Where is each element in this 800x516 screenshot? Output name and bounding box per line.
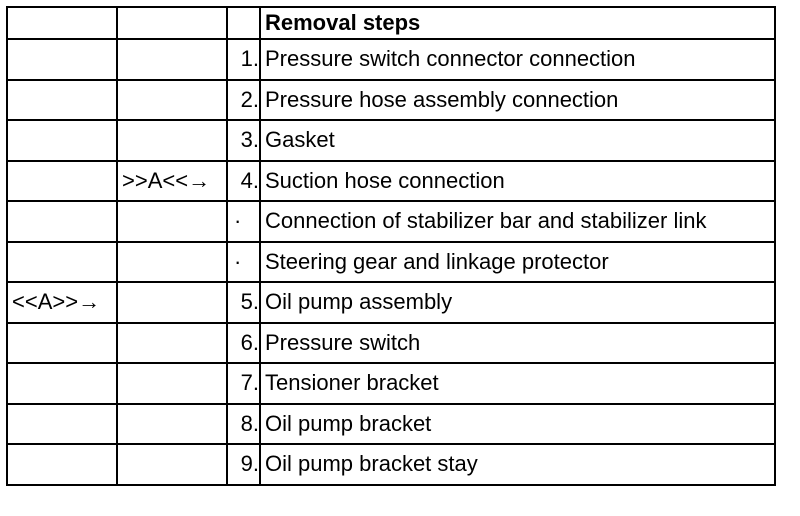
step-number: 7. (226, 362, 261, 405)
installation-mark-cell (6, 119, 118, 162)
table-header-row: Removal steps (6, 6, 776, 40)
step-description: Pressure hose assembly connection (259, 78, 776, 121)
header-blank-cell (116, 6, 228, 40)
step-description: Pressure switch connector connection (259, 38, 776, 81)
step-bullet: · (226, 240, 261, 283)
table-row: 9. Oil pump bracket stay (6, 443, 776, 486)
table-row: · Steering gear and linkage protector (6, 240, 776, 283)
installation-mark-cell (6, 200, 118, 243)
installation-mark-cell (6, 362, 118, 405)
step-number: 4. (226, 159, 261, 202)
installation-mark-cell: <<A>>→ (6, 281, 118, 324)
step-description: Gasket (259, 119, 776, 162)
removal-mark-cell (116, 402, 228, 445)
step-description: Connection of stabilizer bar and stabili… (259, 200, 776, 243)
step-number: 3. (226, 119, 261, 162)
table-row: 6. Pressure switch (6, 321, 776, 364)
installation-mark-cell (6, 402, 118, 445)
installation-mark-cell (6, 443, 118, 486)
header-blank-cell (6, 6, 118, 40)
removal-mark-cell (116, 281, 228, 324)
table-row: 3. Gasket (6, 119, 776, 162)
installation-mark-cell (6, 240, 118, 283)
table-row: 7. Tensioner bracket (6, 362, 776, 405)
step-number: 5. (226, 281, 261, 324)
removal-mark-cell (116, 78, 228, 121)
removal-mark-cell (116, 362, 228, 405)
table-row: 1. Pressure switch connector connection (6, 38, 776, 81)
removal-mark-cell (116, 38, 228, 81)
installation-mark-cell (6, 78, 118, 121)
step-bullet: · (226, 200, 261, 243)
installation-mark-cell (6, 38, 118, 81)
table-row: · Connection of stabilizer bar and stabi… (6, 200, 776, 243)
step-description: Steering gear and linkage protector (259, 240, 776, 283)
installation-mark-cell (6, 321, 118, 364)
table-row: 2. Pressure hose assembly connection (6, 78, 776, 121)
removal-mark-cell (116, 119, 228, 162)
installation-mark-cell (6, 159, 118, 202)
table-row: >>A<<→ 4. Suction hose connection (6, 159, 776, 202)
removal-mark-cell (116, 240, 228, 283)
removal-steps-table: Removal steps 1. Pressure switch connect… (6, 6, 776, 486)
header-blank-cell (226, 6, 261, 40)
removal-mark-cell (116, 321, 228, 364)
step-description: Suction hose connection (259, 159, 776, 202)
removal-mark-cell (116, 443, 228, 486)
removal-mark-cell: >>A<<→ (116, 159, 228, 202)
table-header-title: Removal steps (259, 6, 776, 40)
step-number: 9. (226, 443, 261, 486)
table-row: 8. Oil pump bracket (6, 402, 776, 445)
removal-mark-cell (116, 200, 228, 243)
step-number: 2. (226, 78, 261, 121)
step-description: Pressure switch (259, 321, 776, 364)
table-row: <<A>>→ 5. Oil pump assembly (6, 281, 776, 324)
step-description: Oil pump bracket stay (259, 443, 776, 486)
step-number: 8. (226, 402, 261, 445)
step-description: Tensioner bracket (259, 362, 776, 405)
step-description: Oil pump bracket (259, 402, 776, 445)
step-description: Oil pump assembly (259, 281, 776, 324)
step-number: 6. (226, 321, 261, 364)
step-number: 1. (226, 38, 261, 81)
